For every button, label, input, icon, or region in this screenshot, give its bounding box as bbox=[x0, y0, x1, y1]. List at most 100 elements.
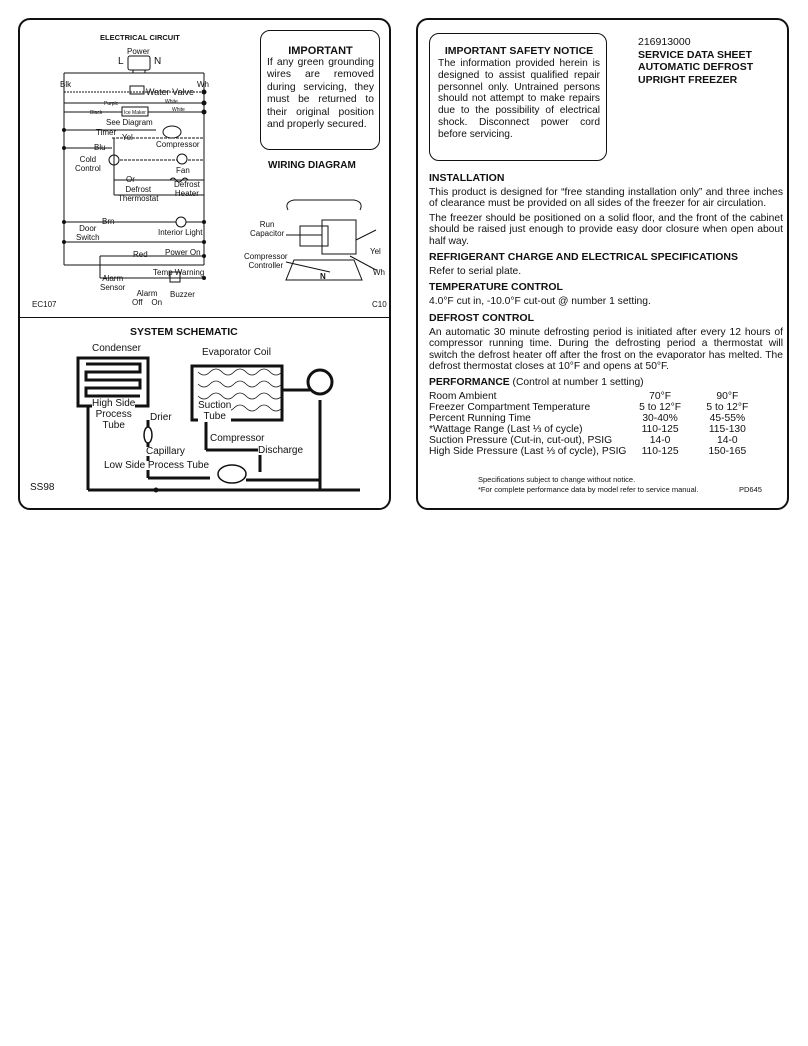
left-panel: ELECTRICAL CIRCUIT Power L N Blk Wh Wate… bbox=[18, 18, 391, 510]
brn-label: Brn bbox=[102, 217, 115, 226]
temp-warning-label: Temp Warning bbox=[153, 268, 205, 277]
header-line-1: SERVICE DATA SHEET bbox=[638, 48, 752, 61]
timer-label: Timer bbox=[96, 128, 117, 137]
performance-value-70: 30-40% bbox=[642, 413, 678, 425]
compressor-circuit-label: Compressor bbox=[156, 140, 200, 149]
alarm-off-on-label: Alarm Off On bbox=[132, 289, 163, 307]
footer-notes: Specifications subject to change without… bbox=[478, 475, 699, 495]
l-label: L bbox=[118, 56, 124, 67]
performance-value-90: 150-165 bbox=[708, 446, 747, 458]
performance-value-70: 70°F bbox=[649, 391, 672, 403]
performance-label: Suction Pressure (Cut-in, cut-out), PSIG bbox=[429, 435, 613, 447]
capillary-label: Capillary bbox=[146, 446, 185, 457]
drier-label: Drier bbox=[150, 412, 172, 423]
c-code: C10 bbox=[372, 300, 387, 309]
n-label: N bbox=[154, 56, 162, 67]
or-label: Or bbox=[126, 175, 135, 184]
refrigerant-body: Refer to serial plate. bbox=[429, 266, 522, 278]
system-schematic-title: SYSTEM SCHEMATIC bbox=[130, 326, 238, 338]
installation-title: INSTALLATION bbox=[429, 172, 505, 184]
schematic-compressor-label: Compressor bbox=[210, 433, 265, 444]
performance-heading: PERFORMANCE (Control at number 1 setting… bbox=[429, 377, 783, 388]
purple-label: Purple bbox=[104, 101, 119, 107]
blk-label: Blk bbox=[60, 80, 72, 89]
temperature-body: 4.0°F cut in, -10.0°F cut-out @ number 1… bbox=[429, 296, 651, 308]
performance-value-70: 110-125 bbox=[641, 424, 679, 436]
footer-code: PD645 bbox=[739, 485, 762, 494]
suction-tube-label: Suction Tube bbox=[198, 400, 232, 422]
safety-notice-title: IMPORTANT SAFETY NOTICE bbox=[444, 45, 594, 57]
ec-code: EC107 bbox=[32, 300, 57, 309]
fan-label: Fan bbox=[176, 166, 190, 175]
performance-row: *Wattage Range (Last ⅓ of cycle) 110-125 1… bbox=[429, 424, 761, 435]
red-label: Red bbox=[133, 250, 148, 259]
performance-subtitle: (Control at number 1 setting) bbox=[512, 377, 644, 389]
wh-label: Wh bbox=[197, 80, 209, 89]
performance-label: Freezer Compartment Temperature bbox=[429, 402, 591, 414]
performance-value-90: 5 to 12°F bbox=[706, 402, 749, 414]
installation-p1: This product is designed for “free stand… bbox=[429, 187, 783, 210]
performance-row: Suction Pressure (Cut-in, cut-out), PSIG… bbox=[429, 435, 761, 446]
performance-value-90: 90°F bbox=[716, 391, 739, 403]
safety-notice-body: The information provided herein is desig… bbox=[438, 58, 600, 140]
performance-value-90: 45-55% bbox=[709, 413, 746, 425]
safety-notice-box: IMPORTANT SAFETY NOTICE The information … bbox=[429, 33, 607, 161]
condenser-label: Condenser bbox=[92, 343, 141, 354]
performance-label: High Side Pressure (Last ⅓ of cycle), PS… bbox=[429, 446, 627, 458]
performance-label: *Wattage Range (Last ⅓ of cycle) bbox=[429, 424, 583, 436]
wiring-diagram-title: WIRING DIAGRAM bbox=[268, 160, 356, 171]
discharge-label: Discharge bbox=[258, 445, 304, 456]
see-diagram-label: See Diagram bbox=[106, 118, 153, 127]
important-title: IMPORTANT bbox=[288, 45, 353, 57]
yel-label: Yel bbox=[122, 133, 133, 142]
white-label-1: White bbox=[165, 99, 178, 105]
important-box: IMPORTANT If any green grounding wires a… bbox=[260, 30, 380, 150]
performance-row: Freezer Compartment Temperature 5 to 12°F… bbox=[429, 402, 761, 413]
wiring-n-label: N bbox=[320, 272, 326, 281]
evaporator-coil-label: Evaporator Coil bbox=[202, 347, 271, 358]
circuit-title: ELECTRICAL CIRCUIT bbox=[100, 33, 180, 42]
installation-p2: The freezer should be positioned on a so… bbox=[429, 212, 783, 247]
wiring-yel-label: Yel bbox=[370, 247, 381, 256]
performance-value-90: 14-0 bbox=[717, 435, 738, 447]
low-side-process-tube-label: Low Side Process Tube bbox=[104, 460, 210, 471]
defrost-thermostat-label: Defrost Thermostat bbox=[118, 185, 159, 203]
performance-title: PERFORMANCE bbox=[429, 377, 510, 389]
performance-value-90: 115-130 bbox=[708, 424, 746, 436]
defrost-title: DEFROST CONTROL bbox=[429, 311, 534, 324]
water-valve-label: Water Valve bbox=[146, 87, 195, 97]
footer-note-2: *For complete performance data by model … bbox=[478, 485, 699, 494]
footer-note-1: Specifications subject to change without… bbox=[478, 475, 636, 484]
performance-value-70: 5 to 12°F bbox=[639, 402, 682, 414]
ss-code: SS98 bbox=[30, 482, 55, 493]
performance-row: Percent Running Time 30-40% 45-55% bbox=[429, 413, 761, 424]
white-label-2: White bbox=[172, 107, 185, 113]
ice-maker-label: Ice Maker bbox=[124, 110, 146, 116]
power-on-label: Power On bbox=[165, 248, 201, 257]
alarm-sensor-label: Alarm Sensor bbox=[100, 274, 126, 292]
electrical-circuit-diagram bbox=[62, 55, 207, 283]
wiring-wh-label: Wh bbox=[373, 268, 385, 277]
refrigerant-title: REFRIGERANT CHARGE AND ELECTRICAL SPECIF… bbox=[429, 251, 738, 264]
right-panel: IMPORTANT SAFETY NOTICE The information … bbox=[416, 18, 789, 510]
performance-label: Room Ambient bbox=[429, 391, 497, 403]
spec-content: INSTALLATION This product is designed fo… bbox=[429, 172, 783, 457]
sheet-header: 216913000 SERVICE DATA SHEET AUTOMATIC D… bbox=[638, 36, 753, 86]
performance-row: High Side Pressure (Last ⅓ of cycle), PS… bbox=[429, 446, 761, 457]
header-line-2: AUTOMATIC DEFROST bbox=[638, 61, 754, 73]
defrost-heater-label: Defrost Heater bbox=[174, 180, 200, 198]
cold-control-label: Cold Control bbox=[75, 155, 101, 173]
run-capacitor-label: Run Capacitor bbox=[250, 220, 285, 238]
performance-value-70: 14-0 bbox=[649, 435, 671, 447]
door-switch-label: Door Switch bbox=[76, 224, 100, 242]
left-divider bbox=[20, 317, 389, 318]
header-line-3: UPRIGHT FREEZER bbox=[638, 73, 738, 86]
blu-label: Blu bbox=[94, 143, 106, 152]
buzzer-label: Buzzer bbox=[170, 290, 195, 299]
temperature-title: TEMPERATURE CONTROL bbox=[429, 281, 563, 294]
important-body: If any green grounding wires are removed… bbox=[267, 57, 374, 131]
performance-label: Percent Running Time bbox=[429, 413, 531, 425]
power-label: Power bbox=[127, 47, 150, 56]
compressor-controller-label: Compressor Controller bbox=[244, 252, 288, 270]
